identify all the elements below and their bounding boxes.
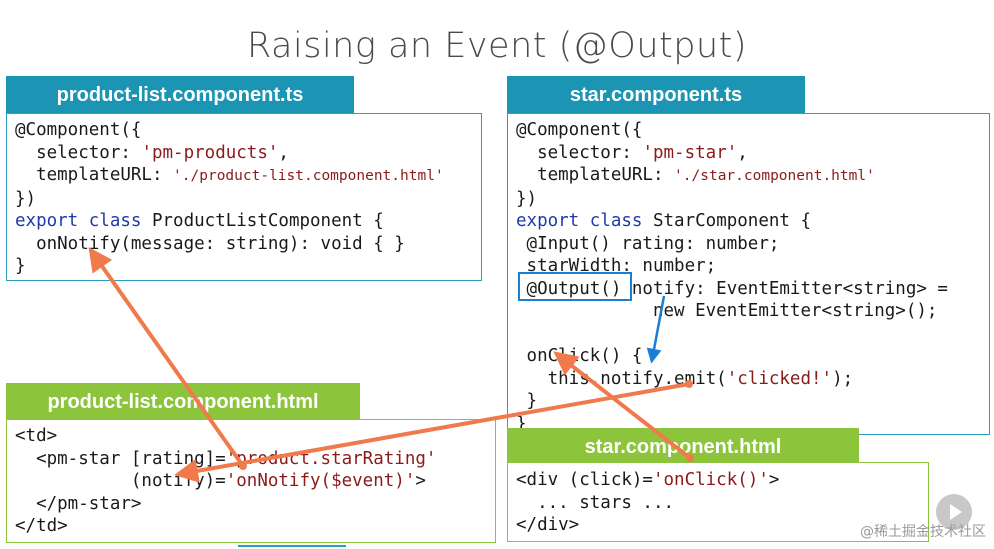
code-box-product-list-ts: @Component({ selector: 'pm-products', te… bbox=[6, 113, 482, 281]
code-product-list-html: <td> <pm-star [rating]='product.starRati… bbox=[15, 426, 437, 536]
play-icon[interactable] bbox=[936, 494, 972, 530]
arrow-output-to-emit bbox=[646, 295, 666, 364]
code-star-ts: @Component({ selector: 'pm-star', templa… bbox=[516, 120, 948, 434]
output-decorator-highlight bbox=[518, 272, 632, 301]
arrow-click-to-onclick bbox=[553, 351, 692, 460]
code-star-html: <div (click)='onClick()'> ... stars ... … bbox=[516, 470, 780, 535]
watermark: @稀土掘金技术社区 bbox=[860, 524, 986, 540]
code-box-star-html: <div (click)='onClick()'> ... stars ... … bbox=[507, 462, 929, 542]
arrow-emit-to-notify bbox=[174, 382, 690, 483]
code-box-star-ts: @Component({ selector: 'pm-star', templa… bbox=[507, 113, 990, 435]
arrow-origin-emit bbox=[685, 380, 693, 388]
code-box-product-list-html: <td> <pm-star [rating]='product.starRati… bbox=[6, 419, 496, 543]
tab-product-list-html: product-list.component.html bbox=[6, 383, 360, 421]
arrow-handler-to-onnotify bbox=[88, 247, 245, 468]
code-product-list-ts: @Component({ selector: 'pm-products', te… bbox=[15, 120, 444, 276]
slide-title: Raising an Event (@Output) bbox=[246, 26, 748, 66]
tab-star-ts: star.component.ts bbox=[507, 76, 805, 114]
tab-star-html: star.component.html bbox=[507, 428, 859, 466]
progress-line bbox=[238, 545, 346, 547]
arrow-origin-click bbox=[686, 454, 694, 462]
arrow-origin-handler bbox=[239, 462, 247, 470]
tab-product-list-ts: product-list.component.ts bbox=[6, 76, 354, 114]
